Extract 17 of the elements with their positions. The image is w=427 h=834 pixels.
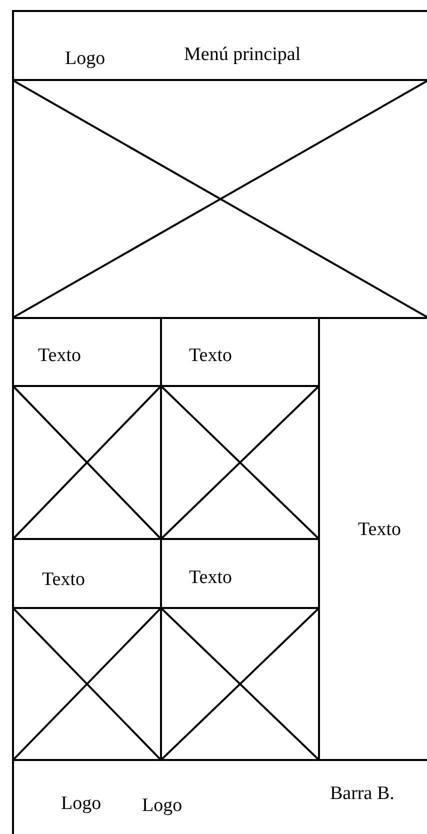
cell-text: Texto [358, 520, 401, 539]
cell-text: Texto [42, 570, 85, 589]
cell-text: Texto [189, 568, 232, 587]
footer-placeholder-text: Logo [142, 796, 182, 815]
footer-placeholder-text: Logo [61, 794, 102, 813]
image-placeholder [12, 607, 162, 761]
image-placeholder [12, 385, 162, 540]
footer-bar [12, 759, 427, 834]
header-bar [12, 10, 427, 81]
image-placeholder [12, 79, 427, 319]
cell-text: Texto [38, 346, 81, 365]
cell-text: Texto [189, 346, 232, 365]
image-placeholder [160, 385, 320, 540]
image-placeholder [160, 607, 320, 761]
footer-bar-text: Barra B. [330, 784, 394, 803]
header-placeholder-text: Logo [65, 49, 106, 68]
main-menu-text: Menú principal [184, 45, 301, 64]
